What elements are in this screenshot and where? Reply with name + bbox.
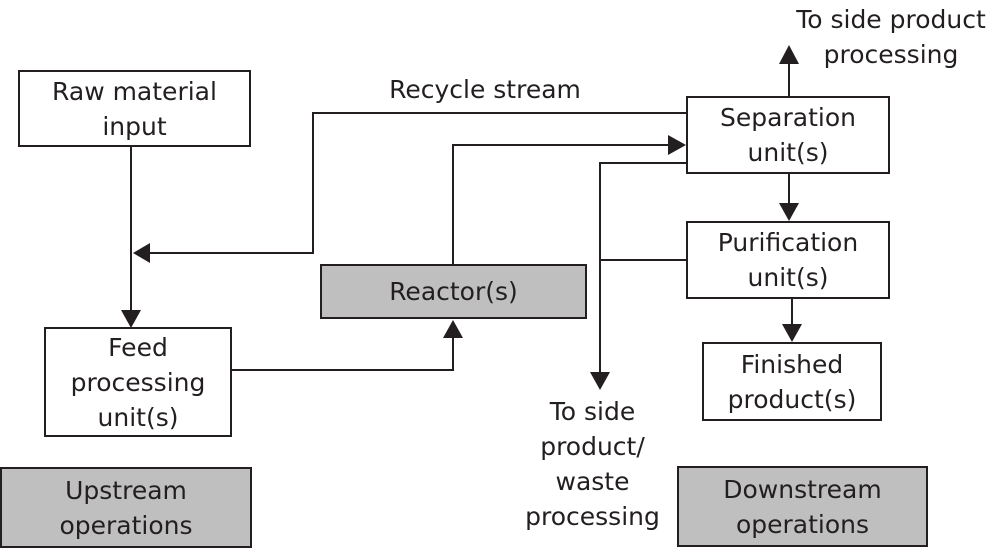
feed-processing-line-3: unit(s) [97,402,179,432]
upstream-line-2: operations [59,510,193,540]
upstream-line-1: Upstream [65,475,187,505]
recycle-stream-text: Recycle stream [389,75,581,104]
side-waste-line-1: To side [549,397,636,426]
separation-line-2: unit(s) [747,138,829,167]
arrowhead-side-product-up [779,45,799,64]
raw-material-line-2: input [102,111,167,141]
connector-feed-to-reactor [232,336,454,371]
connector-reactor-to-separation [452,144,668,264]
side-product-line-2: processing [823,40,959,69]
purification-line-1: Purification [717,228,859,257]
side-product-processing-label: To side product processing [786,2,988,72]
upstream-operations-box: Upstream operations [0,467,252,548]
separation-line-1: Separation [720,103,856,132]
separation-unit-box: Separation unit(s) [686,96,890,174]
connector-recycle-stream [150,112,686,254]
downstream-operations-box: Downstream operations [677,466,928,547]
arrowhead-into-reactor [443,320,463,338]
feed-processing-box: Feed processing unit(s) [44,327,232,437]
purification-unit-box: Purification unit(s) [686,221,890,299]
downstream-line-2: operations [735,509,870,539]
finished-product-line-2: product(s) [727,384,857,414]
side-waste-line-3: waste [555,467,630,496]
raw-material-input-box: Raw material input [18,70,251,147]
arrowhead-into-feed [121,310,141,328]
reactor-label: Reactor(s) [389,277,518,306]
finished-product-line-1: Finished [740,349,844,379]
side-waste-line-4: processing [525,502,660,531]
feed-processing-line-2: processing [70,367,206,397]
connector-separation-to-waste [599,162,686,372]
feed-processing-line-1: Feed [108,332,168,362]
side-product-waste-label: To side product/ waste processing [515,394,670,534]
arrowhead-into-separation [668,135,686,155]
arrowhead-into-purification [779,203,799,221]
downstream-line-1: Downstream [723,474,882,504]
side-waste-line-2: product/ [540,432,645,461]
arrowhead-into-finished [782,324,802,342]
arrowhead-to-waste [590,372,610,390]
finished-product-box: Finished product(s) [702,342,882,421]
side-product-line-1: To side product [796,5,986,34]
reactor-box: Reactor(s) [320,264,587,319]
arrowhead-recycle-left [133,243,150,263]
purification-line-2: unit(s) [747,263,829,292]
recycle-stream-label: Recycle stream [380,72,590,107]
raw-material-line-1: Raw material [52,76,217,106]
